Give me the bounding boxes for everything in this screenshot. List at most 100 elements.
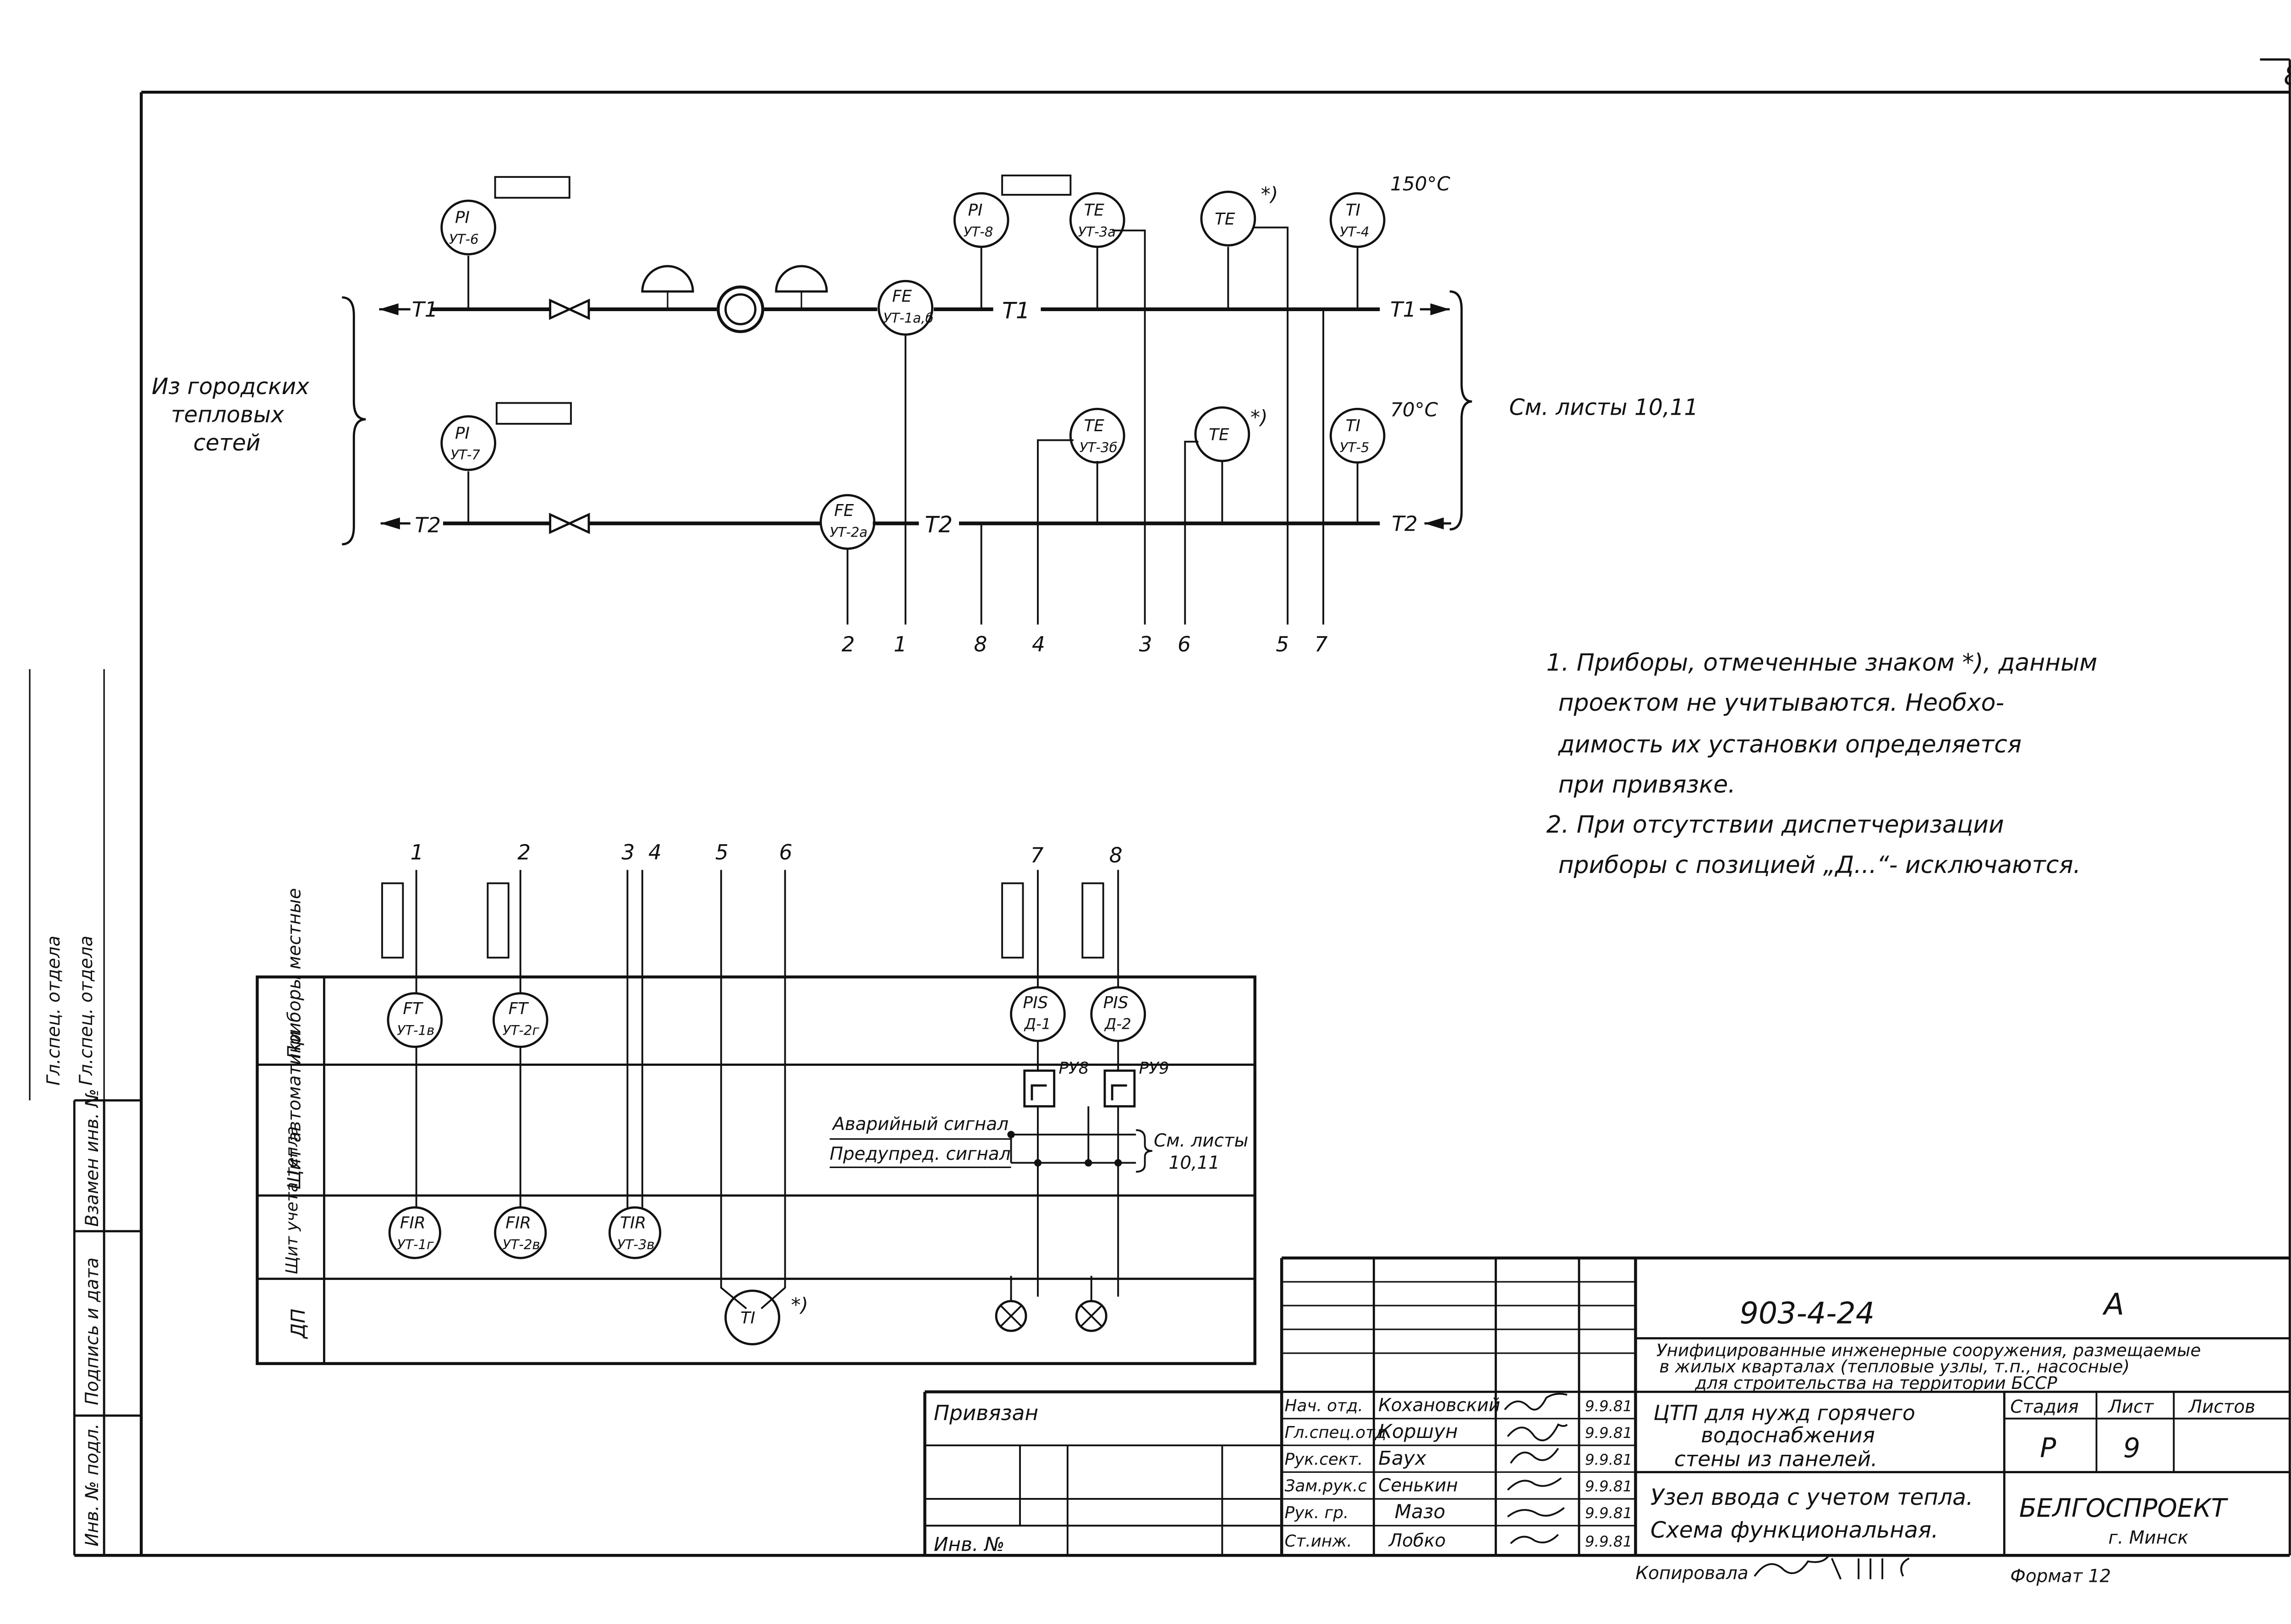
row-label-dispatch: ДП (287, 1309, 309, 1339)
source-label-1: Из городских (152, 374, 310, 400)
svg-text:УТ-6: УТ-6 (449, 231, 479, 247)
pump-dome-icon-2 (775, 265, 828, 293)
panel-instrument-ft-ut2g: FT УТ-2г (492, 992, 548, 1048)
instrument-te-ut3a: TE УТ-3а (1069, 192, 1146, 625)
instrument-te-supply-optional: TE *) (1200, 183, 1289, 625)
copied-by: Копировала (1635, 1563, 1748, 1584)
line-num-3-top: 3 (1139, 632, 1152, 656)
temp-return: 70°С (1390, 399, 1438, 421)
svg-text:Нач. отд.: Нач. отд. (1285, 1397, 1363, 1416)
panel-instrument-fir-ut2v: FIR УТ-2в (494, 1206, 547, 1259)
line-num-6-top: 6 (1178, 632, 1191, 656)
t2-valve-icon (549, 512, 590, 534)
lamp-icon-1 (995, 1296, 1027, 1332)
tb-object-2: водоснабжения (1701, 1423, 1875, 1448)
note-line-2: проектом не учитываются. Необхо- (1558, 689, 2004, 717)
placeholder-box-2 (487, 882, 510, 959)
relay-ru8: РУ8 (1023, 1041, 1089, 1108)
destination-brace (1449, 290, 1472, 531)
tb-doc-code: 903-4-24 (1740, 1296, 1874, 1331)
svg-text:FIR: FIR (400, 1213, 426, 1232)
svg-text:Баух: Баух (1378, 1447, 1427, 1469)
instrument-pi-ut8: PI УТ-8 (953, 174, 1072, 309)
svg-text:Сенькин: Сенькин (1378, 1476, 1458, 1496)
staff-row-5: Рук. гр. Мазо 9.9.81 (1285, 1500, 1633, 1523)
t1-outlet-label: Т1 (1390, 297, 1416, 322)
corner-sheet-number: 8 (2284, 60, 2291, 91)
line-num-5-top: 5 (1276, 632, 1289, 656)
panel-table (256, 975, 1257, 1365)
line-num-7-bottom: 7 (1030, 843, 1044, 867)
line-num-5-bottom: 5 (715, 840, 729, 865)
line-num-1-top: 1 (893, 632, 907, 656)
svg-text:FT: FT (509, 999, 530, 1018)
pump-dome-icon-1 (641, 265, 694, 293)
alarm-signal-label: Аварийный сигнал (831, 1114, 1008, 1135)
signal-ref-1: См. листы (1154, 1130, 1248, 1151)
svg-text:9.9.81: 9.9.81 (1585, 1398, 1632, 1415)
panel-instrument-fir-ut1g: FIR УТ-1г (388, 1206, 441, 1259)
svg-text:Рук. гр.: Рук. гр. (1285, 1503, 1349, 1522)
signal-ref-2: 10,11 (1169, 1153, 1220, 1174)
line-num-2-bottom: 2 (517, 840, 531, 865)
line-num-7-top: 7 (1315, 632, 1328, 656)
asterisk-mark-3: *) (791, 1294, 808, 1316)
instrument-ti-ut5: TI УТ-5 70°С (1329, 399, 1438, 524)
t2-mid-label: Т2 (925, 512, 953, 538)
svg-text:Мазо: Мазо (1395, 1500, 1445, 1523)
relay-ru9: РУ9 (1103, 1041, 1169, 1108)
note-line-3: димость их установки определяется (1558, 731, 2022, 758)
staff-row-6: Ст.инж. Лобко 9.9.81 (1285, 1531, 1633, 1551)
svg-text:Гл.спец.отд: Гл.спец.отд (1285, 1423, 1387, 1442)
tb-sheet-label: Лист (2107, 1397, 2154, 1417)
t2-outlet-label: Т2 (415, 513, 441, 538)
signal-brace (1136, 1129, 1152, 1173)
instrument-pi-ut7: PI УТ-7 (440, 402, 572, 524)
filter-icon (717, 285, 764, 333)
panel-instrument-pis-d1: PIS Д-1 (1010, 986, 1066, 1042)
instrument-fe-ut2a: FE УТ-2а (819, 494, 876, 625)
svg-text:FIR: FIR (505, 1213, 531, 1232)
instrument-te-return-optional: TE *) (1184, 406, 1268, 625)
tb-desc-3: для строительства на территории БССР (1694, 1373, 2057, 1393)
svg-text:Кохановский: Кохановский (1378, 1395, 1500, 1416)
svg-text:УТ-1г: УТ-1г (397, 1237, 434, 1252)
format-label: Формат 12 (2010, 1566, 2111, 1587)
note-line-6: приборы с позицией „Д...“- исключаются. (1558, 851, 2081, 879)
tb-album: А (2102, 1288, 2124, 1322)
placeholder-box-1 (381, 882, 404, 959)
svg-text:Рук.сект.: Рук.сект. (1285, 1450, 1363, 1469)
tb-city: г. Минск (2108, 1527, 2188, 1548)
row-label-automation: Щит автоматики (284, 1031, 305, 1190)
asterisk-mark-2: *) (1250, 406, 1268, 428)
tb-stage: Р (2040, 1432, 2056, 1464)
svg-text:Зам.рук.с: Зам.рук.с (1285, 1477, 1367, 1496)
source-label-2: тепловых (171, 402, 285, 428)
line-num-3-bottom: 3 (621, 840, 635, 865)
staff-row-1: Нач. отд. Кохановский 9.9.81 (1285, 1393, 1632, 1416)
title-block (923, 1256, 2290, 1556)
placeholder-box-4 (1081, 882, 1104, 959)
svg-text:УТ-2г: УТ-2г (503, 1023, 540, 1038)
temp-supply: 150°С (1390, 172, 1451, 195)
instrument-te-ut3b: TE УТ-3б (1037, 407, 1125, 625)
row-label-heat-meter: Щит учета тепла (283, 1126, 301, 1274)
stamp-sign-date: Подпись и дата (82, 1257, 103, 1405)
line-num-8-bottom: 8 (1109, 843, 1123, 867)
copier-signature (1754, 1555, 1910, 1580)
svg-text:9.9.81: 9.9.81 (1585, 1424, 1632, 1442)
asterisk-mark-1: *) (1261, 183, 1278, 205)
svg-text:FE: FE (834, 501, 854, 520)
line-num-1-bottom: 1 (411, 840, 424, 865)
stamp-spec-2: Гл.спец. отдела (76, 936, 97, 1086)
svg-text:PI: PI (968, 201, 982, 220)
svg-text:УТ-3а: УТ-3а (1078, 224, 1116, 240)
svg-text:9.9.81: 9.9.81 (1585, 1533, 1632, 1550)
lamp-icon-2 (1075, 1300, 1107, 1332)
svg-text:TE: TE (1215, 210, 1235, 229)
svg-text:TI: TI (1346, 417, 1360, 435)
svg-text:TE: TE (1084, 417, 1105, 435)
svg-text:TIR: TIR (620, 1213, 646, 1232)
svg-text:УТ-8: УТ-8 (964, 224, 993, 240)
